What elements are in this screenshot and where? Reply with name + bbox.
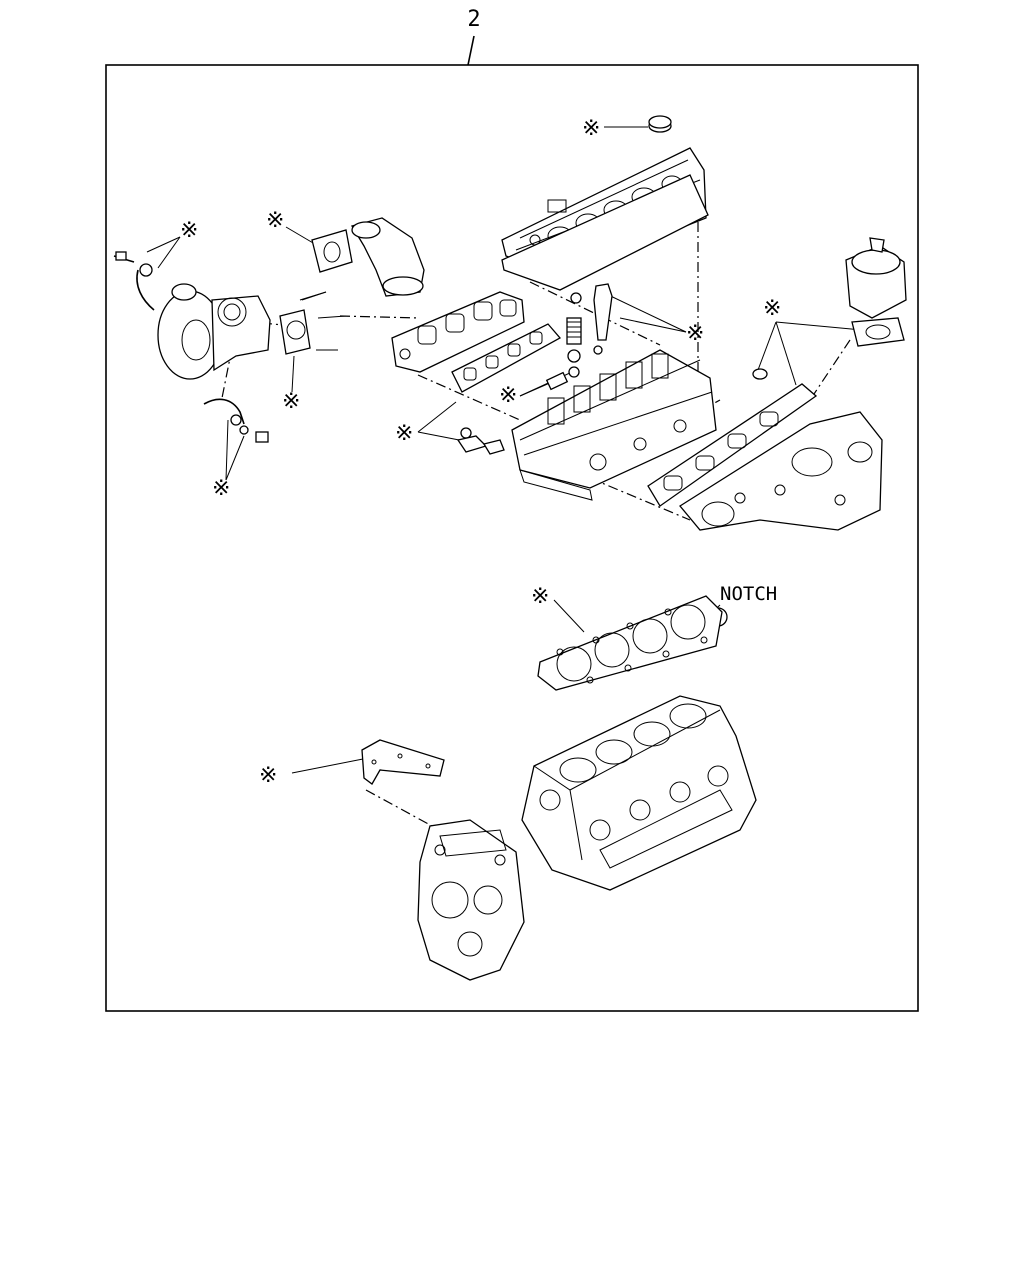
turbo-flange-gasket: [279, 309, 311, 355]
marker-turbo-flange-gasket: ※: [282, 389, 300, 414]
turbocharger: [157, 283, 311, 380]
marker-exhaust-manifold-gasket: ※: [395, 421, 413, 446]
head-gasket: [537, 595, 723, 691]
thermostat-housing: [845, 237, 907, 347]
marker-turbo-return-pipe: ※: [212, 476, 230, 501]
gasket-markers: ※ ※ ※ ※ ※ ※ ※ ※ ※ ※ ※: [180, 116, 781, 788]
notch-label: NOTCH: [720, 583, 777, 605]
turbo-outlet-elbow: [299, 217, 425, 301]
marker-head-cover-seal: ※: [582, 116, 600, 141]
front-cover: [361, 739, 525, 981]
front-cover-gasket: [361, 739, 445, 785]
callout-leader: [467, 35, 475, 66]
intake-manifold-gasket: [647, 383, 818, 507]
marker-injector-seals: ※: [686, 321, 704, 346]
callout-number: 2: [467, 7, 480, 32]
marker-front-cover-gasket: ※: [259, 763, 277, 788]
cylinder-block: [521, 695, 757, 891]
marker-valve-stem-seal: ※: [499, 383, 517, 408]
thermostat-o-ring: [752, 368, 768, 380]
intake-manifold: [647, 368, 883, 531]
cylinder-head: [456, 349, 717, 501]
marker-thermostat-gasket: ※: [763, 296, 781, 321]
marker-head-gasket: ※: [531, 584, 549, 609]
marker-turbo-oil-pipe: ※: [180, 218, 198, 243]
thermostat-gasket: [851, 317, 905, 347]
exhaust-manifold-gasket: [451, 323, 562, 393]
kit-frame: [105, 64, 919, 1012]
turbo-return-pipe: [203, 398, 269, 443]
head-cover-gasket: [501, 174, 709, 291]
assembly-lines: [221, 222, 851, 827]
marker-turbo-outlet-gasket: ※: [266, 208, 284, 233]
turbo-outlet-gasket: [311, 229, 353, 273]
exhaust-manifold: [391, 291, 562, 393]
turbo-oil-feed-pipe: [113, 251, 155, 311]
injector-and-valves: [545, 283, 613, 391]
stud-bolts: [301, 291, 347, 351]
